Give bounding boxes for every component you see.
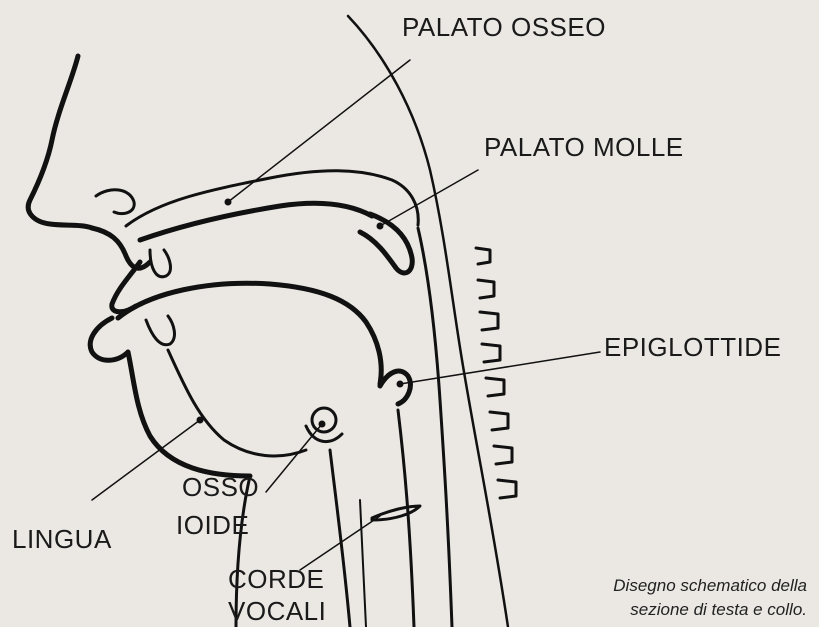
leader-palato-osseo — [228, 60, 410, 202]
label-corde: CORDE — [228, 566, 324, 592]
label-vocali: VOCALI — [228, 598, 326, 624]
pointer-dots — [197, 199, 404, 428]
label-epiglottide: EPIGLOTTIDE — [604, 334, 781, 360]
hard-palate — [140, 203, 372, 240]
face-profile — [28, 56, 150, 268]
trachea-front — [360, 500, 366, 627]
jaw-inner — [168, 350, 306, 456]
label-palato-osseo: PALATO OSSEO — [402, 14, 606, 40]
label-palato-molle: PALATO MOLLE — [484, 134, 684, 160]
leader-palato-molle — [380, 170, 478, 226]
tongue — [118, 283, 381, 384]
upper-teeth — [150, 250, 170, 277]
leader-osso-ioide — [266, 424, 322, 492]
larynx-back — [398, 410, 414, 627]
nostril — [96, 190, 134, 214]
epiglottis — [380, 371, 410, 404]
skull-outline — [348, 16, 508, 627]
caption-line-1: Disegno schematico della — [613, 576, 807, 596]
label-lingua: LINGUA — [12, 526, 112, 552]
label-osso: OSSO — [182, 474, 259, 500]
lower-teeth — [146, 316, 174, 345]
caption-line-2: sezione di testa e collo. — [630, 600, 807, 620]
vocal-cords — [372, 506, 420, 520]
lower-lip-chin — [90, 318, 250, 476]
pharynx-wall — [418, 228, 452, 627]
label-ioide: IOIDE — [176, 512, 249, 538]
cervical-vertebrae — [476, 248, 516, 498]
hyoid-bone — [312, 408, 336, 432]
hyoid-body — [306, 426, 342, 442]
